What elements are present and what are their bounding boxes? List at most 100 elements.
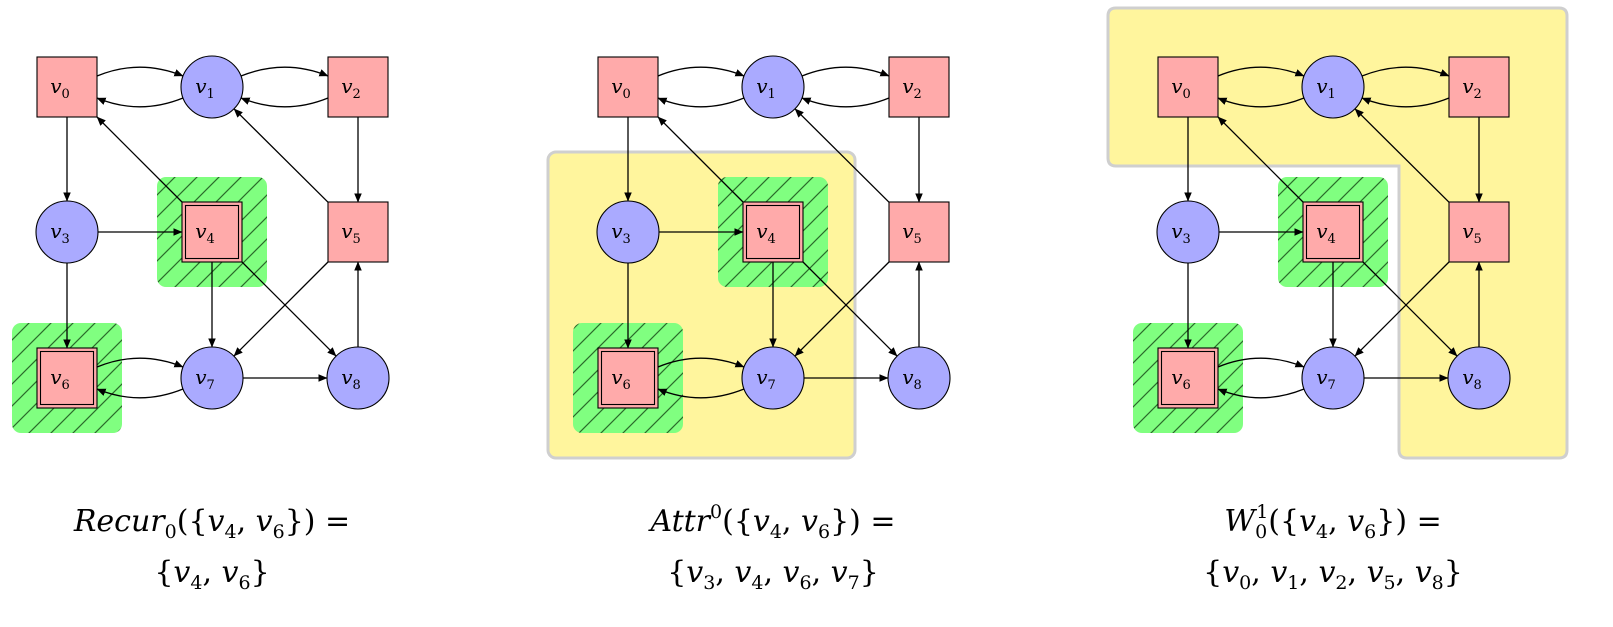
edges bbox=[624, 66, 923, 399]
caption-attr: Attr0({v4, v6}) = {v3, v4, v6, v7} bbox=[647, 501, 895, 594]
node-v5: v5 bbox=[1448, 201, 1510, 263]
node-label: v7 bbox=[195, 365, 215, 393]
edge-v1-v0 bbox=[1217, 97, 1305, 108]
node-label: v2 bbox=[902, 74, 922, 102]
caption-line2: {v0, v1, v2, v5, v8} bbox=[1203, 555, 1463, 594]
node-label: v3 bbox=[611, 219, 631, 247]
edges bbox=[63, 66, 362, 399]
edge-v0-v1 bbox=[1217, 66, 1305, 77]
edge-v5-v7 bbox=[233, 261, 329, 357]
node-v2: v2 bbox=[327, 56, 389, 118]
edge-v2-v1 bbox=[1361, 97, 1450, 108]
edge-v2-v1 bbox=[801, 97, 890, 108]
node-v8: v8 bbox=[887, 346, 951, 410]
edge-v1-v2 bbox=[240, 66, 329, 77]
edge-v1-v2 bbox=[1361, 66, 1450, 77]
node-label: v8 bbox=[902, 365, 922, 393]
node-label: v0 bbox=[611, 74, 631, 102]
node-v6: v6 bbox=[1157, 347, 1219, 409]
caption-line1: W01({v4, v6}) = bbox=[1224, 501, 1441, 543]
node-label: v8 bbox=[1462, 365, 1482, 393]
node-v8: v8 bbox=[326, 346, 390, 410]
node-v1: v1 bbox=[1301, 55, 1365, 119]
node-v0: v0 bbox=[36, 56, 98, 118]
node-v7: v7 bbox=[1301, 346, 1365, 410]
node-label: v8 bbox=[341, 365, 361, 393]
node-label: v0 bbox=[50, 74, 70, 102]
caption-recur: Recur0({v4, v6}) = {v4, v6} bbox=[73, 504, 350, 594]
node-v5: v5 bbox=[327, 201, 389, 263]
node-v3: v3 bbox=[1156, 200, 1220, 264]
edge-v5-v1 bbox=[794, 108, 890, 203]
node-v7: v7 bbox=[741, 346, 805, 410]
node-label: v6 bbox=[50, 365, 70, 393]
node-label: v2 bbox=[341, 74, 361, 102]
node-label: v4 bbox=[756, 219, 776, 247]
caption-line2: {v3, v4, v6, v7} bbox=[667, 555, 879, 594]
edge-v7-v6 bbox=[657, 388, 745, 399]
node-label: v4 bbox=[1316, 219, 1336, 247]
edges bbox=[1184, 66, 1483, 399]
node-v2: v2 bbox=[1448, 56, 1510, 118]
node-v7: v7 bbox=[180, 346, 244, 410]
edge-v5-v7 bbox=[1354, 261, 1450, 357]
node-label: v4 bbox=[195, 219, 215, 247]
node-label: v3 bbox=[50, 219, 70, 247]
node-label: v5 bbox=[341, 219, 361, 247]
edge-v5-v7 bbox=[794, 261, 890, 357]
node-v3: v3 bbox=[596, 200, 660, 264]
node-label: v5 bbox=[1462, 219, 1482, 247]
node-v3: v3 bbox=[35, 200, 99, 264]
edge-v4-v0 bbox=[96, 116, 183, 203]
edge-v1-v2 bbox=[801, 66, 890, 77]
node-v0: v0 bbox=[1157, 56, 1219, 118]
node-v5: v5 bbox=[888, 201, 950, 263]
node-v6: v6 bbox=[597, 347, 659, 409]
node-label: v7 bbox=[1316, 365, 1336, 393]
edge-v2-v1 bbox=[240, 97, 329, 108]
node-label: v1 bbox=[195, 74, 215, 102]
node-label: v1 bbox=[1316, 74, 1336, 102]
node-v4: v4 bbox=[742, 201, 804, 263]
node-label: v2 bbox=[1462, 74, 1482, 102]
edge-v6-v7 bbox=[96, 357, 184, 368]
edge-v4-v8 bbox=[802, 261, 898, 357]
edge-v4-v8 bbox=[241, 261, 337, 357]
edge-v0-v1 bbox=[657, 66, 745, 77]
caption-winning: W01({v4, v6}) = {v0, v1, v2, v5, v8} bbox=[1203, 501, 1463, 594]
edge-v7-v6 bbox=[96, 388, 184, 399]
node-v0: v0 bbox=[597, 56, 659, 118]
node-v2: v2 bbox=[888, 56, 950, 118]
edge-v5-v1 bbox=[233, 108, 329, 203]
edge-v0-v1 bbox=[96, 66, 184, 77]
node-label: v1 bbox=[756, 74, 776, 102]
edge-v4-v8 bbox=[1362, 261, 1458, 357]
node-v6: v6 bbox=[36, 347, 98, 409]
node-v1: v1 bbox=[741, 55, 805, 119]
node-v8: v8 bbox=[1447, 346, 1511, 410]
node-v4: v4 bbox=[181, 201, 243, 263]
edge-v6-v7 bbox=[657, 357, 745, 368]
edge-v1-v0 bbox=[657, 97, 745, 108]
edge-v6-v7 bbox=[1217, 357, 1305, 368]
node-label: v6 bbox=[1171, 365, 1191, 393]
node-v1: v1 bbox=[180, 55, 244, 119]
node-label: v6 bbox=[611, 365, 631, 393]
node-label: v7 bbox=[756, 365, 776, 393]
node-label: v5 bbox=[902, 219, 922, 247]
caption-line2: {v4, v6} bbox=[154, 555, 269, 594]
node-label: v3 bbox=[1171, 219, 1191, 247]
edge-v4-v0 bbox=[657, 116, 744, 203]
edge-v1-v0 bbox=[96, 97, 184, 108]
node-label: v0 bbox=[1171, 74, 1191, 102]
caption-line1: Recur0({v4, v6}) = bbox=[73, 504, 350, 543]
edge-v4-v0 bbox=[1217, 116, 1304, 203]
node-v4: v4 bbox=[1302, 201, 1364, 263]
edge-v7-v6 bbox=[1217, 388, 1305, 399]
edge-v5-v1 bbox=[1354, 108, 1450, 203]
caption-line1: Attr0({v4, v6}) = bbox=[647, 501, 895, 543]
